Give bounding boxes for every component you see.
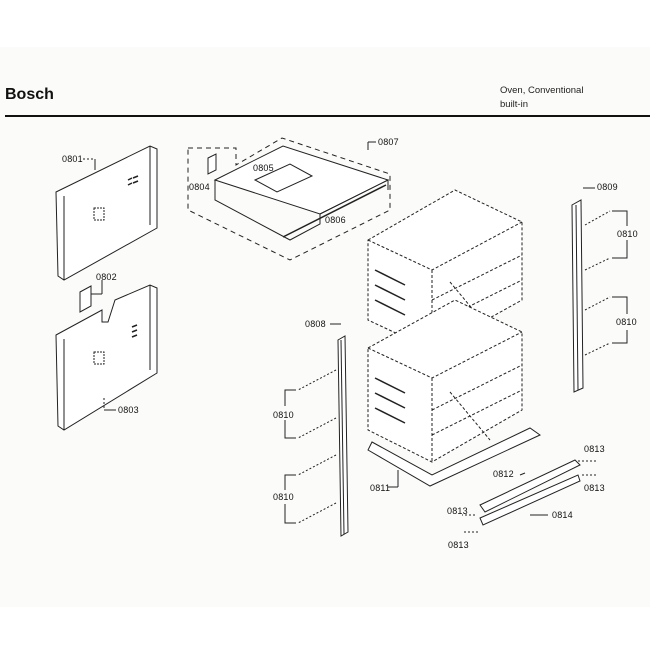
- part-label-0807: 0807: [378, 137, 399, 147]
- product-line-1: Oven, Conventional: [500, 85, 584, 96]
- part-0807-top-assembly: [187, 137, 391, 261]
- part-label-0811: 0811: [370, 483, 391, 493]
- leader-0810-right: [584, 210, 628, 356]
- part-0811-bottom-tray: [367, 427, 541, 488]
- part-label-0810: 0810: [273, 492, 294, 502]
- part-label-0813: 0813: [448, 540, 469, 550]
- part-0814-trim: [479, 474, 581, 526]
- brand-title: Bosch: [5, 86, 54, 103]
- part-label-0813: 0813: [447, 506, 468, 516]
- part-label-0808: 0808: [305, 319, 326, 329]
- part-0809-side-rail: [571, 187, 595, 393]
- part-label-0802: 0802: [96, 272, 117, 282]
- leader-0810-left: [284, 369, 337, 524]
- part-label-0810: 0810: [616, 317, 637, 327]
- part-label-0812: 0812: [493, 469, 514, 479]
- part-label-0809: 0809: [597, 182, 618, 192]
- part-label-0801: 0801: [62, 154, 83, 164]
- part-label-0803: 0803: [118, 405, 139, 415]
- part-0808-side-rail: [330, 323, 349, 537]
- part-label-0805: 0805: [253, 163, 274, 173]
- part-cavity-vents: [374, 269, 406, 424]
- part-0803-panel: [55, 284, 158, 431]
- part-label-0810: 0810: [273, 410, 294, 420]
- leader-0813: [462, 460, 596, 533]
- product-description: Oven, Conventional built-in: [500, 84, 583, 112]
- part-label-0804: 0804: [189, 182, 210, 192]
- part-oven-cavity-frame: [367, 189, 523, 463]
- part-label-0810: 0810: [617, 229, 638, 239]
- header-divider: [5, 115, 650, 117]
- part-label-0814: 0814: [552, 510, 573, 520]
- part-0801-panel: [55, 145, 158, 281]
- part-0812-trim: [479, 459, 581, 513]
- part-label-0813: 0813: [584, 483, 605, 493]
- part-label-0806: 0806: [325, 215, 346, 225]
- product-line-2: built-in: [500, 99, 528, 110]
- part-label-0813: 0813: [584, 444, 605, 454]
- part-0802-plate: [79, 280, 103, 313]
